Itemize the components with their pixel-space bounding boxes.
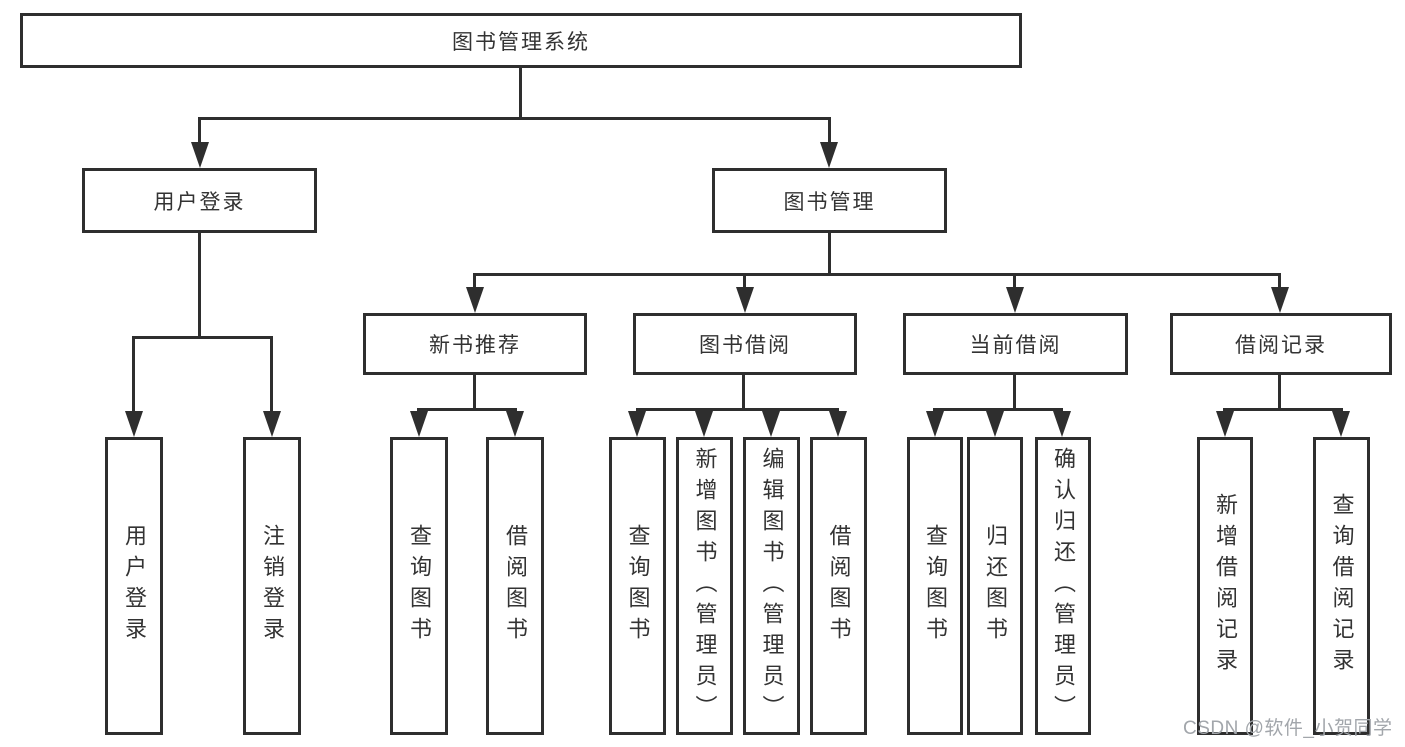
arrow-to-bb-add-icon (695, 411, 713, 437)
leaf-cb-return-books-label: 归还图书 (983, 524, 1008, 648)
connector-to-new-book-rec (473, 273, 476, 288)
node-book-borrow: 图书借阅 (633, 313, 857, 375)
node-current-borrow-label: 当前借阅 (969, 334, 1062, 357)
arrow-to-book-mgmt-icon (820, 142, 838, 168)
connector-to-borrow-records (1278, 273, 1281, 288)
connector-new-book-rec-branch (417, 408, 517, 411)
leaf-br-query-record: 查询借阅记录 (1313, 437, 1370, 735)
leaf-bb-edit-books-label: 编辑图书（管理员） (759, 446, 785, 726)
connector-to-book-borrow (743, 273, 746, 288)
node-current-borrow: 当前借阅 (903, 313, 1128, 375)
connector-book-mgmt-stem (828, 233, 831, 273)
node-root: 图书管理系统 (20, 13, 1022, 68)
leaf-br-query-record-label: 查询借阅记录 (1329, 493, 1355, 679)
leaf-user-login: 用户登录 (105, 437, 163, 735)
connector-current-borrow-branch (933, 408, 1063, 411)
node-new-book-rec-label: 新书推荐 (429, 334, 521, 357)
connector-borrow-records-stem (1278, 375, 1281, 408)
connector-root-branch (198, 117, 831, 120)
leaf-bb-edit-books: 编辑图书（管理员） (743, 437, 800, 735)
leaf-br-add-record: 新增借阅记录 (1197, 437, 1253, 735)
node-borrow-records: 借阅记录 (1170, 313, 1392, 375)
csdn-watermark: CSDN @软件_小贺同学 (1183, 718, 1393, 739)
leaf-bb-query-books-label: 查询图书 (625, 524, 651, 648)
connector-user-login-branch (132, 336, 273, 339)
leaf-bb-query-books: 查询图书 (609, 437, 666, 735)
arrow-to-leaf-logout-icon (263, 411, 281, 437)
node-root-label: 图书管理系统 (452, 30, 590, 54)
arrow-to-cb-confirm-icon (1053, 411, 1071, 437)
leaf-cb-query-books: 查询图书 (907, 437, 963, 735)
arrow-to-new-book-rec-icon (466, 287, 484, 313)
node-book-mgmt: 图书管理 (712, 168, 947, 233)
leaf-rec-query-books: 查询图书 (390, 437, 448, 735)
node-user-login: 用户登录 (82, 168, 317, 233)
arrow-to-current-borrow-icon (1006, 287, 1024, 313)
leaf-cb-confirm-return: 确认归还（管理员） (1035, 437, 1091, 735)
arrow-to-leaf-user-login-icon (125, 411, 143, 437)
arrow-to-bb-edit-icon (762, 411, 780, 437)
connector-to-leaf-user-login (132, 336, 135, 413)
connector-to-book-mgmt (828, 117, 831, 145)
arrow-to-rec-borrow-icon (506, 411, 524, 437)
leaf-bb-borrow-books: 借阅图书 (810, 437, 867, 735)
leaf-cb-confirm-return-label: 确认归还（管理员） (1051, 446, 1076, 726)
arrow-to-cb-return-icon (986, 411, 1004, 437)
node-borrow-records-label: 借阅记录 (1235, 334, 1327, 357)
connector-book-borrow-branch (636, 408, 839, 411)
node-user-login-label: 用户登录 (153, 190, 246, 214)
leaf-rec-borrow-books: 借阅图书 (486, 437, 544, 735)
connector-root-stem (519, 68, 522, 117)
arrow-to-bb-borrow-icon (829, 411, 847, 437)
node-book-mgmt-label: 图书管理 (783, 190, 876, 214)
connector-to-current-borrow (1013, 273, 1016, 288)
connector-borrow-records-branch (1223, 408, 1343, 411)
connector-book-borrow-stem (742, 375, 745, 408)
arrow-to-borrow-records-icon (1271, 287, 1289, 313)
connector-to-user-login (198, 117, 201, 145)
leaf-logout: 注销登录 (243, 437, 301, 735)
leaf-rec-borrow-books-label: 借阅图书 (503, 524, 528, 648)
leaf-bb-borrow-books-label: 借阅图书 (826, 524, 852, 648)
leaf-br-add-record-label: 新增借阅记录 (1213, 493, 1238, 679)
node-new-book-rec: 新书推荐 (363, 313, 587, 375)
connector-user-login-stem (198, 233, 201, 336)
arrow-to-bb-query-icon (628, 411, 646, 437)
arrow-to-user-login-icon (191, 142, 209, 168)
connector-new-book-rec-stem (473, 375, 476, 408)
connector-to-leaf-logout (270, 336, 273, 413)
leaf-bb-add-books-label: 新增图书（管理员） (692, 446, 718, 726)
leaf-cb-return-books: 归还图书 (967, 437, 1023, 735)
leaf-cb-query-books-label: 查询图书 (923, 524, 948, 648)
arrow-to-book-borrow-icon (736, 287, 754, 313)
arrow-to-rec-query-icon (410, 411, 428, 437)
leaf-logout-label: 注销登录 (260, 524, 285, 648)
arrow-to-br-add-icon (1216, 411, 1234, 437)
leaf-rec-query-books-label: 查询图书 (407, 524, 432, 648)
leaf-user-login-label: 用户登录 (122, 524, 147, 648)
connector-book-mgmt-branch (473, 273, 1281, 276)
node-book-borrow-label: 图书借阅 (699, 334, 791, 357)
connector-current-borrow-stem (1013, 375, 1016, 408)
arrow-to-cb-query-icon (926, 411, 944, 437)
arrow-to-br-query-icon (1332, 411, 1350, 437)
leaf-bb-add-books: 新增图书（管理员） (676, 437, 733, 735)
